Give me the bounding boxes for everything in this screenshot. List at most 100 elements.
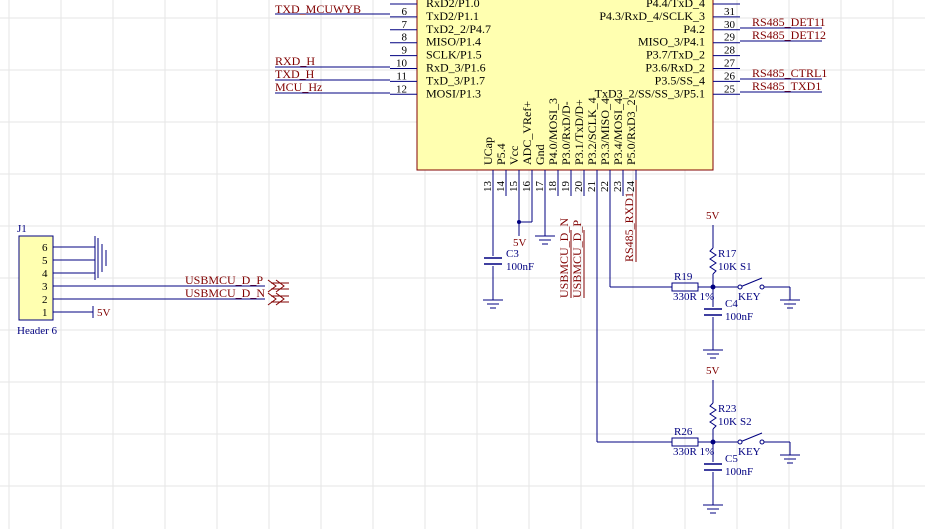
chip-left-pin-name: TxD2/P1.1 [426, 9, 479, 23]
s2-value: KEY [738, 446, 761, 458]
net-label-rs485-rxd1: RS485_RXD1 [622, 192, 636, 262]
c4-ref: C4 [725, 298, 738, 310]
chip-bottom-pin-name: P3.3/MISO_4 [598, 98, 612, 165]
header-pin-number: 5 [42, 255, 48, 267]
net-label-underlines [570, 180, 637, 298]
junction-vcc [517, 220, 521, 224]
chip-right-pin-name: P4.2 [683, 22, 705, 36]
chip-left-pin-name: MISO/P1.4 [426, 35, 481, 49]
power-5v-r17: 5V [706, 210, 720, 222]
chip-right-pin-number: 28 [724, 45, 736, 57]
chip-bottom-pin-name: P3.1/TxD/D+ [572, 99, 586, 165]
net-label-txd-h: TXD_H [275, 67, 315, 81]
header-body [18, 235, 54, 321]
s2-contact-b [759, 439, 765, 445]
chip-bottom-pin-number: 23 [612, 181, 624, 193]
header-pin-number: 6 [42, 242, 48, 254]
chip-left-pin-number: 6 [402, 6, 408, 18]
ground-header [97, 238, 107, 278]
header-designator: J1 [17, 223, 27, 235]
switch-circuit-s2 [671, 380, 791, 505]
chip-right-pins: P4.4/TxD_431P4.3/RxD_4/SCLK_330P4.229MIS… [595, 0, 740, 100]
chip-right-pin-name: P3.7/TxD_2 [646, 48, 705, 62]
chip-left-pin-number: 7 [402, 19, 408, 31]
net-label-usbmcu-d-p: USBMCU_D_P [185, 273, 263, 287]
switch-circuit-s1 [671, 225, 791, 350]
chip-left-pin-number: 9 [402, 45, 408, 57]
s1-contact-b [759, 284, 765, 290]
header-pin-number: 2 [42, 294, 48, 306]
chip-left-pin-number: 8 [402, 32, 408, 44]
chip-bottom-pin-number: 20 [573, 181, 585, 193]
switch-s2-lever [739, 432, 763, 443]
net-label-usbmcu-d-p-vert: USBMCU_D_P [570, 220, 584, 298]
net-labels: TXD_MCUWYB RXD_H TXD_H MCU_Hz RS485_DET1… [185, 2, 827, 300]
net-label-txd-mcuwyb: TXD_MCUWYB [275, 2, 361, 16]
s2-contact-a [737, 439, 743, 445]
chip-bottom-pin-number: 22 [599, 181, 611, 192]
chip-bottom-pin-name: P3.4/MOSI_4 [611, 98, 625, 165]
chip-bottom-pin-name: P4.0/MOSI_3 [546, 98, 560, 165]
chip-right-pin-name: P3.5/SS_4 [655, 73, 705, 87]
chip-bottom-pin-number: 19 [560, 181, 572, 193]
chip-right-pin-number: 26 [724, 70, 736, 82]
usb-ports [267, 279, 289, 306]
header-wires [84, 236, 265, 313]
s1-ref: S1 [740, 261, 752, 273]
switch-s1-lever [739, 277, 763, 288]
chip-bottom-pin-number: 24 [625, 181, 637, 193]
chip-bottom-pin-name: Gnd [533, 144, 547, 165]
r19-ref: R19 [674, 271, 693, 283]
chip-right-pin-name: TxD3_2/SS/SS_3/P5.1 [595, 86, 705, 100]
r17-ref: R17 [718, 248, 737, 260]
chip-right-pin-number: 25 [724, 83, 736, 95]
net-label-rxd-h: RXD_H [275, 54, 315, 68]
chip-bottom-pin-name: P5.0/RxD3_2 [624, 99, 638, 165]
port-usb-dn [267, 292, 289, 306]
c3-value: 100nF [506, 261, 534, 273]
chip-right-pin-number: 27 [724, 58, 736, 70]
power-5v-header: 5V [97, 307, 111, 319]
junction-s2 [710, 439, 716, 445]
net-label-rs485-det11: RS485_DET11 [752, 15, 826, 29]
net-label-rs485-txd1: RS485_TXD1 [752, 79, 821, 93]
header-pin-number: 3 [42, 281, 48, 293]
s1-contact-a [737, 284, 743, 290]
chip-right-pin-name: P4.4/TxD_4 [646, 0, 705, 10]
chip-bottom-pin-name: P5.4 [494, 143, 508, 165]
chip-bottom-pin-number: 15 [508, 181, 520, 193]
port-usb-dp [267, 279, 289, 293]
net-label-rs485-ctrl1: RS485_CTRL1 [752, 66, 827, 80]
chip-bottom-pin-name: UCap [481, 137, 495, 165]
c5-value: 100nF [725, 466, 753, 478]
junction-s1 [710, 284, 716, 290]
chip-bottom-pin-number: 16 [521, 181, 533, 193]
chip-bottom-pin-name: P3.2/SCLK_4 [585, 97, 599, 165]
r23-value: 10K [718, 416, 737, 428]
power-5v-r23: 5V [706, 365, 720, 377]
chip-bottom-pins: 13UCap14P5.415Vcc16ADC_VRef+17Gnd18P4.0/… [481, 97, 638, 196]
chip-bottom-pin-number: 13 [482, 181, 494, 193]
capacitor-c3 [484, 257, 502, 265]
chip-left-pin-name: TxD_3/P1.7 [426, 73, 485, 87]
r26-ref: R26 [674, 426, 693, 438]
chip-left-pin-name: TxD2_2/P4.7 [426, 22, 491, 36]
chip-bottom-pin-number: 21 [586, 181, 598, 192]
header-pin-number: 4 [42, 268, 48, 280]
chip-left-pin-name: SCLK/P1.5 [426, 48, 482, 62]
header-pin-number: 1 [42, 307, 48, 319]
chip-bottom-pin-name: ADC_VRef+ [520, 101, 534, 165]
c3-ref: C3 [506, 248, 519, 260]
chip-right-pin-name: P3.6/RxD_2 [645, 61, 705, 75]
r26-value: 330R 1% [673, 446, 714, 458]
c4-value: 100nF [725, 311, 753, 323]
chip-bottom-pin-number: 17 [534, 181, 546, 193]
chip-left-pin-number: 11 [396, 70, 407, 82]
chip-left-pin-name: MOSI/P1.3 [426, 86, 481, 100]
net-label-rs485-det12: RS485_DET12 [752, 28, 826, 42]
bottom-wires [492, 196, 672, 443]
c5-ref: C5 [725, 453, 738, 465]
